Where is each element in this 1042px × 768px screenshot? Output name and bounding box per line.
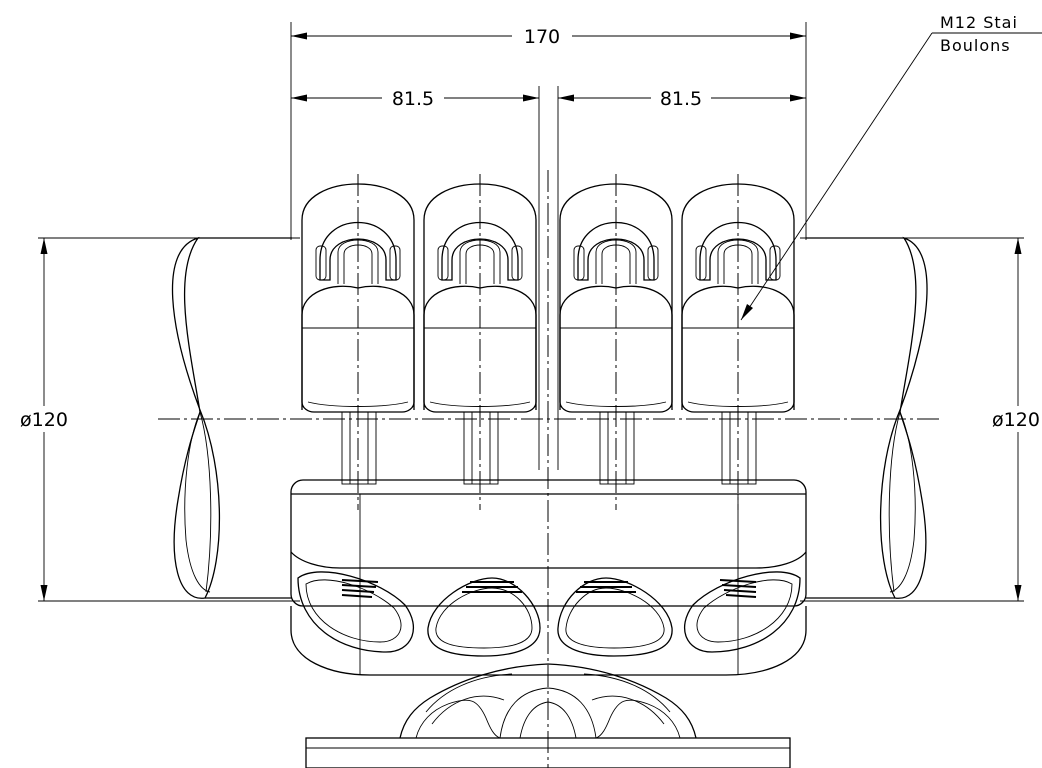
pocket-outer-right [683, 571, 801, 653]
left-belt-profile [171, 236, 292, 599]
dimension-right-half: 81.5 [557, 86, 806, 470]
dimension-left-half-label: 81.5 [392, 88, 434, 110]
dimension-right-diameter: ø120 [800, 237, 1042, 602]
shackle-unit-4 [681, 173, 795, 511]
dimension-left-half: 81.5 [291, 86, 540, 470]
pocket-inner-right [557, 577, 673, 657]
dimension-overall-width: 170 [290, 22, 807, 240]
dimension-right-diameter-label: ø120 [992, 409, 1040, 431]
pocket-inner-left [427, 577, 541, 657]
note-line-2: Boulons [940, 36, 1011, 55]
bottom-mount [305, 663, 791, 768]
dimension-left-diameter-label: ø120 [20, 409, 68, 431]
note-line-1: M12 Stai [940, 13, 1018, 32]
right-belt-profile [806, 236, 928, 599]
dimension-overall-width-label: 170 [524, 26, 560, 48]
shackle-unit-2 [423, 173, 537, 511]
dimension-right-half-label: 81.5 [660, 88, 702, 110]
pocket-outer-left [297, 571, 415, 653]
shackle-unit-1 [301, 173, 415, 511]
main-body [290, 479, 807, 676]
bolt-leader-note: M12 Stai Boulons [740, 13, 1042, 321]
shackle-unit-3 [559, 173, 673, 511]
